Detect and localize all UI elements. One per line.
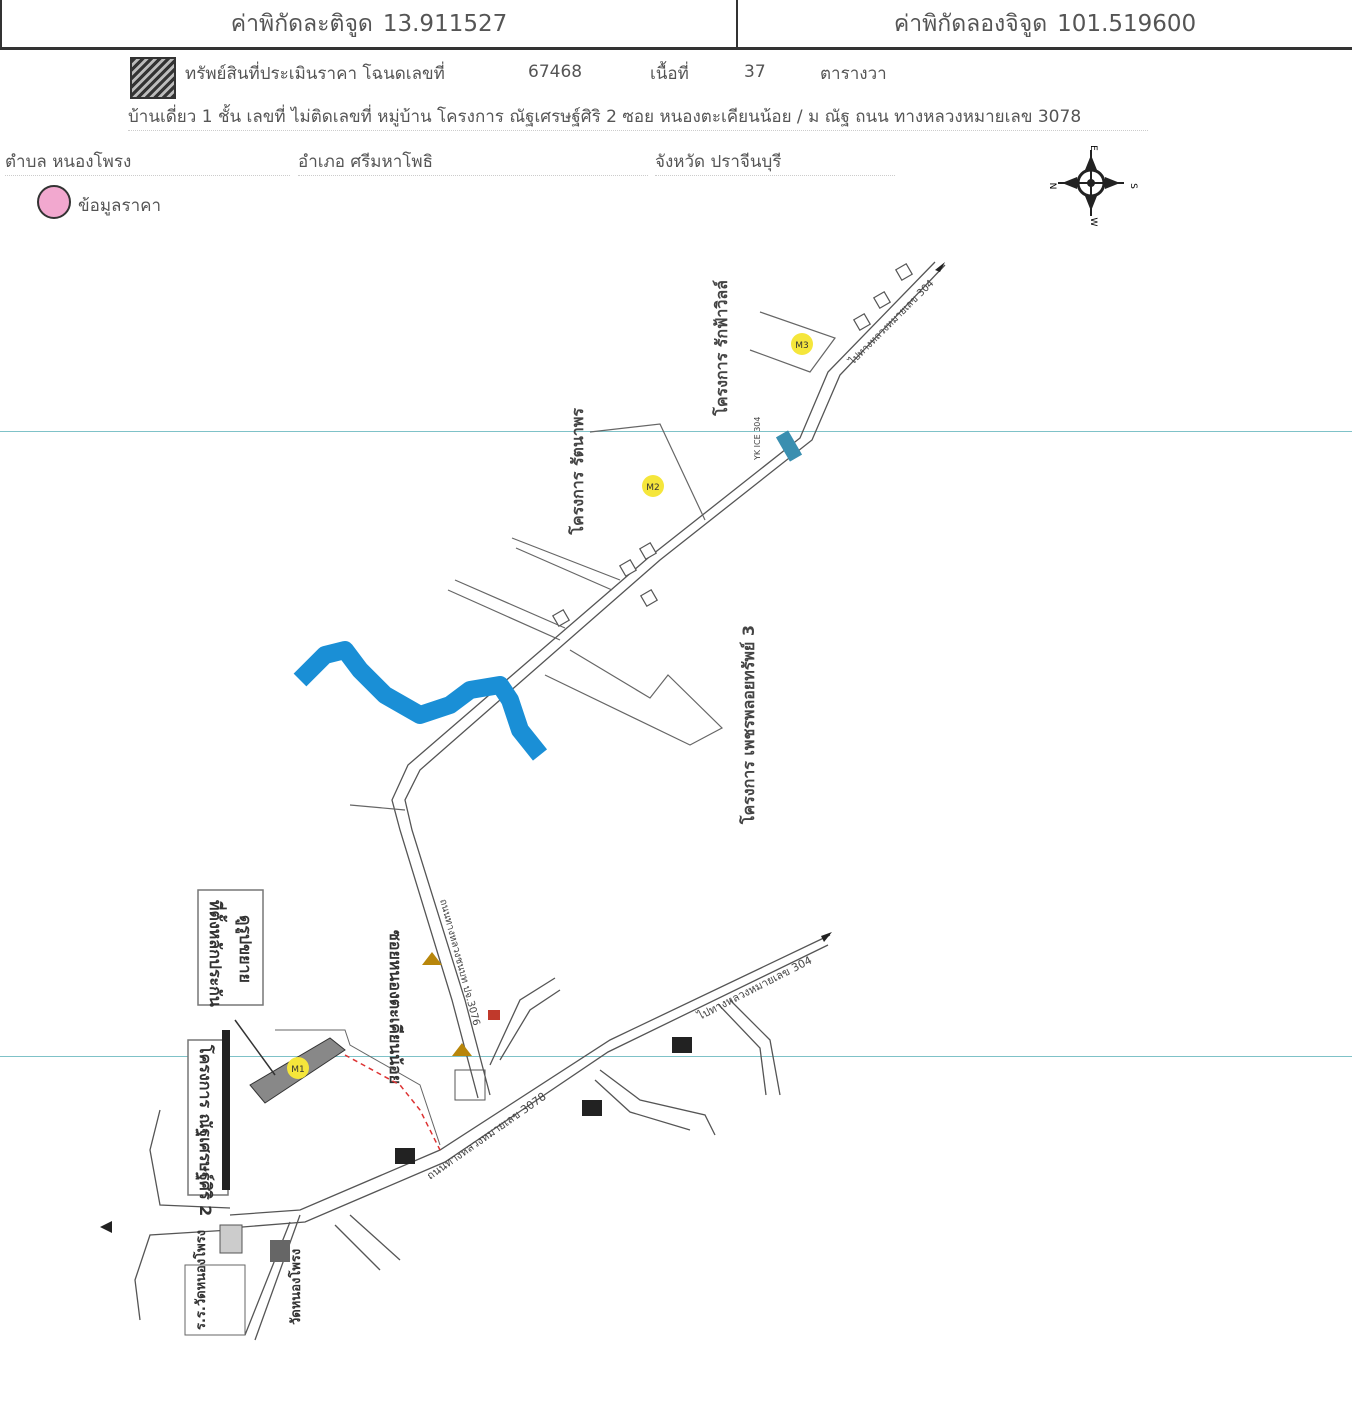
area-unit: ตารางวา	[820, 64, 887, 84]
m2-marker: M2	[642, 475, 664, 497]
temple-icon	[270, 952, 472, 1262]
market-icon	[454, 1069, 486, 1101]
tambon: ตำบล หนองโพรง	[5, 148, 290, 176]
latitude-cell: ค่าพิกัดละติจูด 13.911527	[0, 0, 738, 47]
property-address: บ้านเดี่ยว 1 ชั้น เลขที่ ไม่ติดเลขที่ หม…	[128, 103, 1148, 131]
river	[293, 641, 548, 761]
property-desc: ทรัพย์สินที่ประเมินราคา โฉนดเลขที่	[185, 64, 445, 84]
compass-e: E	[1088, 145, 1098, 151]
latitude-label: ค่าพิกัดละติจูด	[230, 10, 373, 37]
road-3076	[391, 261, 946, 1099]
scan-line	[0, 1056, 1352, 1057]
building-icon	[551, 262, 914, 628]
project-rakfa-label: โครงการ รักฟ้าวิลล์	[711, 280, 731, 417]
scan-line	[0, 431, 1352, 432]
yk-ice-label: YK ICE 304	[753, 417, 762, 462]
wat-school-label: ร.ร.วัดหนองโพรง	[192, 1230, 209, 1330]
arrow-icon	[100, 262, 945, 1233]
svg-text:M3: M3	[795, 341, 809, 351]
collateral-see-zoom: ดูรูปขยาย	[234, 915, 255, 983]
soi-road	[330, 1029, 441, 1146]
road-304-lower-label: ไปทางหลวงหมายเลข 304	[695, 954, 815, 1023]
compass-s: S	[1128, 183, 1138, 189]
longitude-cell: ค่าพิกัดลองจิจูด 101.519600	[738, 0, 1352, 47]
collateral-callout-box	[197, 889, 264, 1006]
price-data-label: ข้อมูลราคา	[78, 196, 162, 216]
deed-number: 67468	[528, 62, 583, 82]
nat-project-label: โครงการ ณัฐเศรษฐ์ศิริ 2	[195, 1044, 216, 1216]
longitude-label: ค่าพิกัดลองจิจูด	[893, 10, 1048, 37]
ice-factory-icon	[775, 430, 803, 462]
property-hatch-swatch	[130, 57, 176, 99]
road-3078	[134, 934, 831, 1341]
soi-label: ซอยหนองตะเคียนน้อย	[386, 930, 405, 1084]
nat-project-bar	[222, 1030, 230, 1190]
amphoe: อำเภอ ศรีมหาโพธิ	[298, 148, 648, 176]
compass-w: W	[1088, 218, 1098, 227]
price-data-marker	[37, 185, 71, 219]
compass-n: N	[1047, 183, 1057, 190]
road-3076-label: ถนนทางหลวงชนบท ปจ.3076	[437, 898, 481, 1027]
road-3078-label: ถนนทางหลวงหมายเลข 3078	[424, 1090, 548, 1182]
area-label: เนื้อที่	[650, 64, 689, 84]
project-phetrat-label: โครงการ เพชรพลอยทรัพย์ 3	[738, 625, 758, 825]
coordinate-header: ค่าพิกัดละติจูด 13.911527 ค่าพิกัดลองจิจ…	[0, 0, 1352, 50]
m3-marker: M3	[791, 333, 813, 355]
m1-marker: M1	[287, 1057, 309, 1079]
collateral-pointer	[234, 1019, 276, 1076]
compass-icon: E N S W	[1047, 145, 1138, 226]
longitude-value: 101.519600	[1057, 10, 1197, 37]
school-building-icon	[219, 1224, 243, 1254]
ptt-icon	[488, 1010, 500, 1020]
svg-text:M2: M2	[646, 483, 660, 493]
school-icon	[395, 1037, 692, 1164]
area-value: 37	[744, 62, 766, 82]
collateral-label: ที่ตั้งหลักประกัน	[206, 900, 228, 1007]
wat-label: วัดหนองโพรง	[287, 1249, 304, 1325]
province: จังหวัด ปราจีนบุรี	[655, 148, 895, 176]
route-path	[344, 1054, 441, 1151]
wat-compound	[184, 1264, 246, 1336]
nat-project-box	[187, 1039, 229, 1196]
svg-text:M1: M1	[291, 1065, 305, 1075]
project-rattanaphon-label: โครงการ รัตนาพร	[567, 408, 587, 536]
latitude-value: 13.911527	[382, 10, 508, 37]
side-roads	[349, 311, 836, 811]
